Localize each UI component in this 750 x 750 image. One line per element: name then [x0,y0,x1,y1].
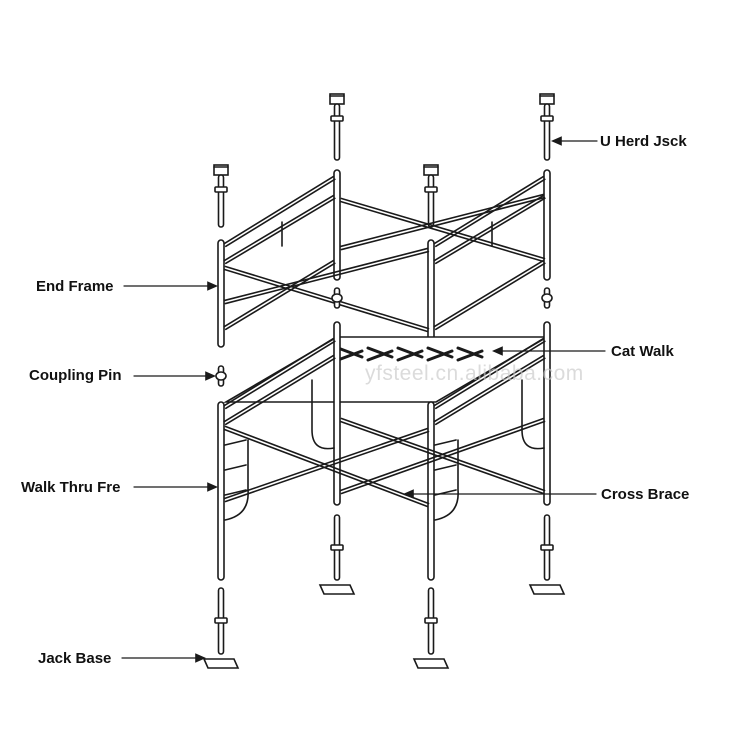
end-frame-rail [225,197,336,265]
walk-thru-top-rail [223,337,334,407]
cross-brace [224,425,430,505]
walk-thru-arch [521,379,545,450]
label-walk-thru-frame: Walk Thru Fre [21,479,121,496]
cross-brace [223,247,429,302]
walk-thru-top-rail [435,340,546,410]
u-head-nut [540,115,554,122]
cat-walk-slat [396,346,424,359]
cat-walk-slat [336,346,364,359]
walk-thru-arch [311,379,335,450]
cat-walk-slat [426,349,454,362]
label-u-head-jack: U Herd Jsck [600,133,687,150]
leader-coupling-pin-head [205,371,216,381]
walk-thru-rail [223,354,334,423]
cross-brace [224,430,430,503]
end-frame-bottom-rail [223,259,334,328]
label-jack-base: Jack Base [38,650,112,667]
end-frame-rail [223,194,334,262]
cross-brace [224,265,430,330]
walk-thru-rung [224,464,247,471]
u-head-nut [424,186,438,193]
u-head-nut [214,186,228,193]
end-frame-bottom-rail [433,259,544,328]
walk-thru-arch [224,439,249,521]
walk-thru-leg [543,321,551,506]
walk-thru-rung [434,439,457,446]
walk-thru-arch [434,439,459,521]
walk-thru-leg [333,321,341,506]
u-head-nut [330,115,344,122]
jack-base-plate [202,658,240,669]
end-frame-top-rail [223,175,334,245]
leader-u-head-jack-head [551,136,562,146]
leader-cat-walk-head [492,346,503,356]
u-head-screw [427,174,435,228]
cat-walk-slat [396,349,424,362]
cross-brace [340,420,546,495]
jack-nut [424,617,438,624]
end-frame-top-rail [435,178,546,248]
cat-walk-slat [456,349,484,362]
end-frame-leg [427,239,435,348]
cat-walk-slat [366,349,394,362]
jack-base-plate [318,584,356,595]
walk-thru-rail [435,357,546,426]
cross-brace [223,428,429,508]
cross-brace [340,196,546,251]
end-frame-bottom-rail [225,262,336,331]
coupling-pin-collar [215,371,227,381]
watermark: yfsteel.cn.alibaba.com [365,362,584,385]
walk-thru-rail [225,357,336,426]
leader-jack-base-head [195,653,206,663]
walk-thru-rail [433,354,544,423]
end-frame-leg [333,169,341,281]
end-frame-leg [543,169,551,281]
walk-thru-top-rail [433,337,544,407]
cat-walk-slat [366,346,394,359]
cat-walk-slat [336,349,364,362]
label-end-frame: End Frame [36,278,114,295]
u-head-screw [217,174,225,228]
jack-nut [540,544,554,551]
label-cat-walk: Cat Walk [611,343,674,360]
coupling-pin-collar [541,293,553,303]
jack-base-plate [412,658,450,669]
cross-brace [340,197,546,260]
walk-thru-rung [224,489,247,496]
cross-brace [339,417,545,492]
leader-walk-thru-frame-head [207,482,218,492]
cross-brace [223,268,429,333]
end-frame-rail [435,197,546,265]
label-coupling-pin: Coupling Pin [29,367,122,384]
walk-thru-rung [434,464,457,471]
jack-base-plate [528,584,566,595]
walk-thru-leg [427,401,435,581]
u-head-screw [333,103,341,161]
end-frame-top-rail [433,175,544,245]
end-frame-bottom-rail [435,262,546,331]
label-cross-brace: Cross Brace [601,486,690,503]
leader-cross-brace-head [403,489,414,499]
cross-brace [224,250,430,305]
cross-brace [339,193,545,248]
end-frame-top-rail [225,178,336,248]
jack-nut [214,617,228,624]
walk-thru-rung [224,439,247,446]
coupling-pin-collar [331,293,343,303]
walk-thru-leg [217,401,225,581]
jack-nut [330,544,344,551]
leader-end-frame-head [207,281,218,291]
cat-walk-slat [426,346,454,359]
walk-thru-top-rail [225,340,336,410]
cat-walk-slat [456,346,484,359]
cross-brace [339,200,545,263]
end-frame-leg [217,239,225,348]
u-head-screw [543,103,551,161]
end-frame-rail [433,194,544,262]
